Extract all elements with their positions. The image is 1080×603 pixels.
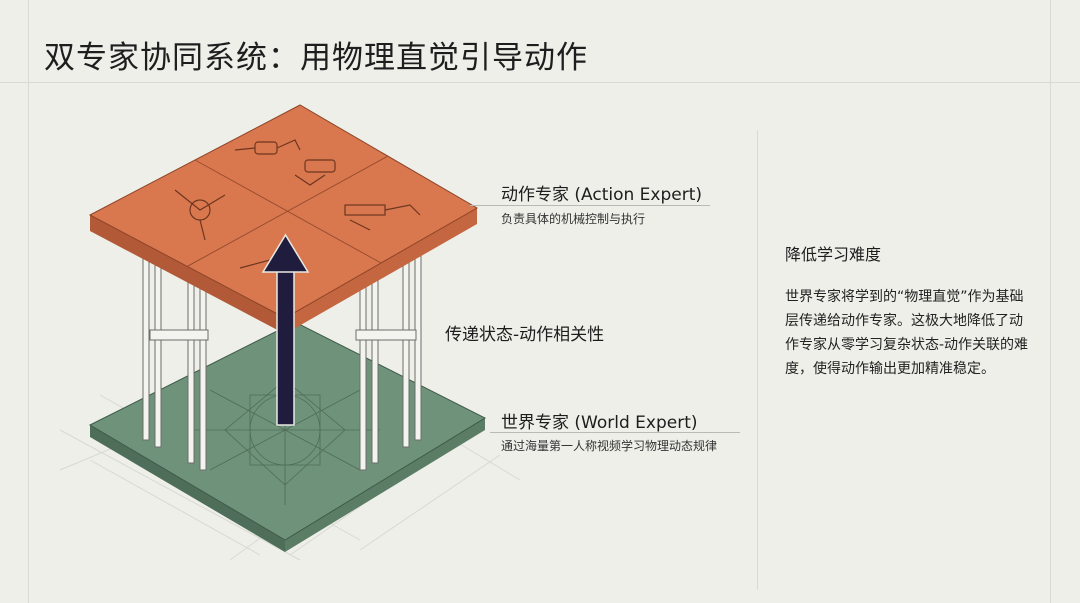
world-expert-leader-line xyxy=(490,432,740,433)
sidebar-heading: 降低学习难度 xyxy=(785,245,882,264)
frame-line-top xyxy=(0,82,1080,83)
action-expert-leader-line xyxy=(470,205,710,206)
frame-line-vertical-left xyxy=(28,0,29,603)
page-title: 双专家协同系统：用物理直觉引导动作 xyxy=(44,40,588,76)
transfer-label: 传递状态-动作相关性 xyxy=(445,325,605,345)
frame-line-vertical-right xyxy=(1050,0,1051,603)
sidebar-divider xyxy=(757,130,758,590)
sidebar-body: 世界专家将学到的“物理直觉”作为基础层传递给动作专家。这极大地降低了动作专家从零… xyxy=(785,289,1029,377)
action-expert-plate xyxy=(88,104,478,334)
world-expert-desc: 通过海量第一人称视频学习物理动态规律 xyxy=(501,439,718,453)
action-expert-desc: 负责具体的机械控制与执行 xyxy=(501,212,646,226)
action-expert-label: 动作专家 (Action Expert) xyxy=(501,185,703,205)
up-arrow-icon xyxy=(261,233,310,426)
support-pillars xyxy=(142,254,422,471)
world-expert-label: 世界专家 (World Expert) xyxy=(501,413,698,433)
sidebar-panel: 降低学习难度 世界专家将学到的“物理直觉”作为基础层传递给动作专家。这极大地降低… xyxy=(785,241,1035,381)
